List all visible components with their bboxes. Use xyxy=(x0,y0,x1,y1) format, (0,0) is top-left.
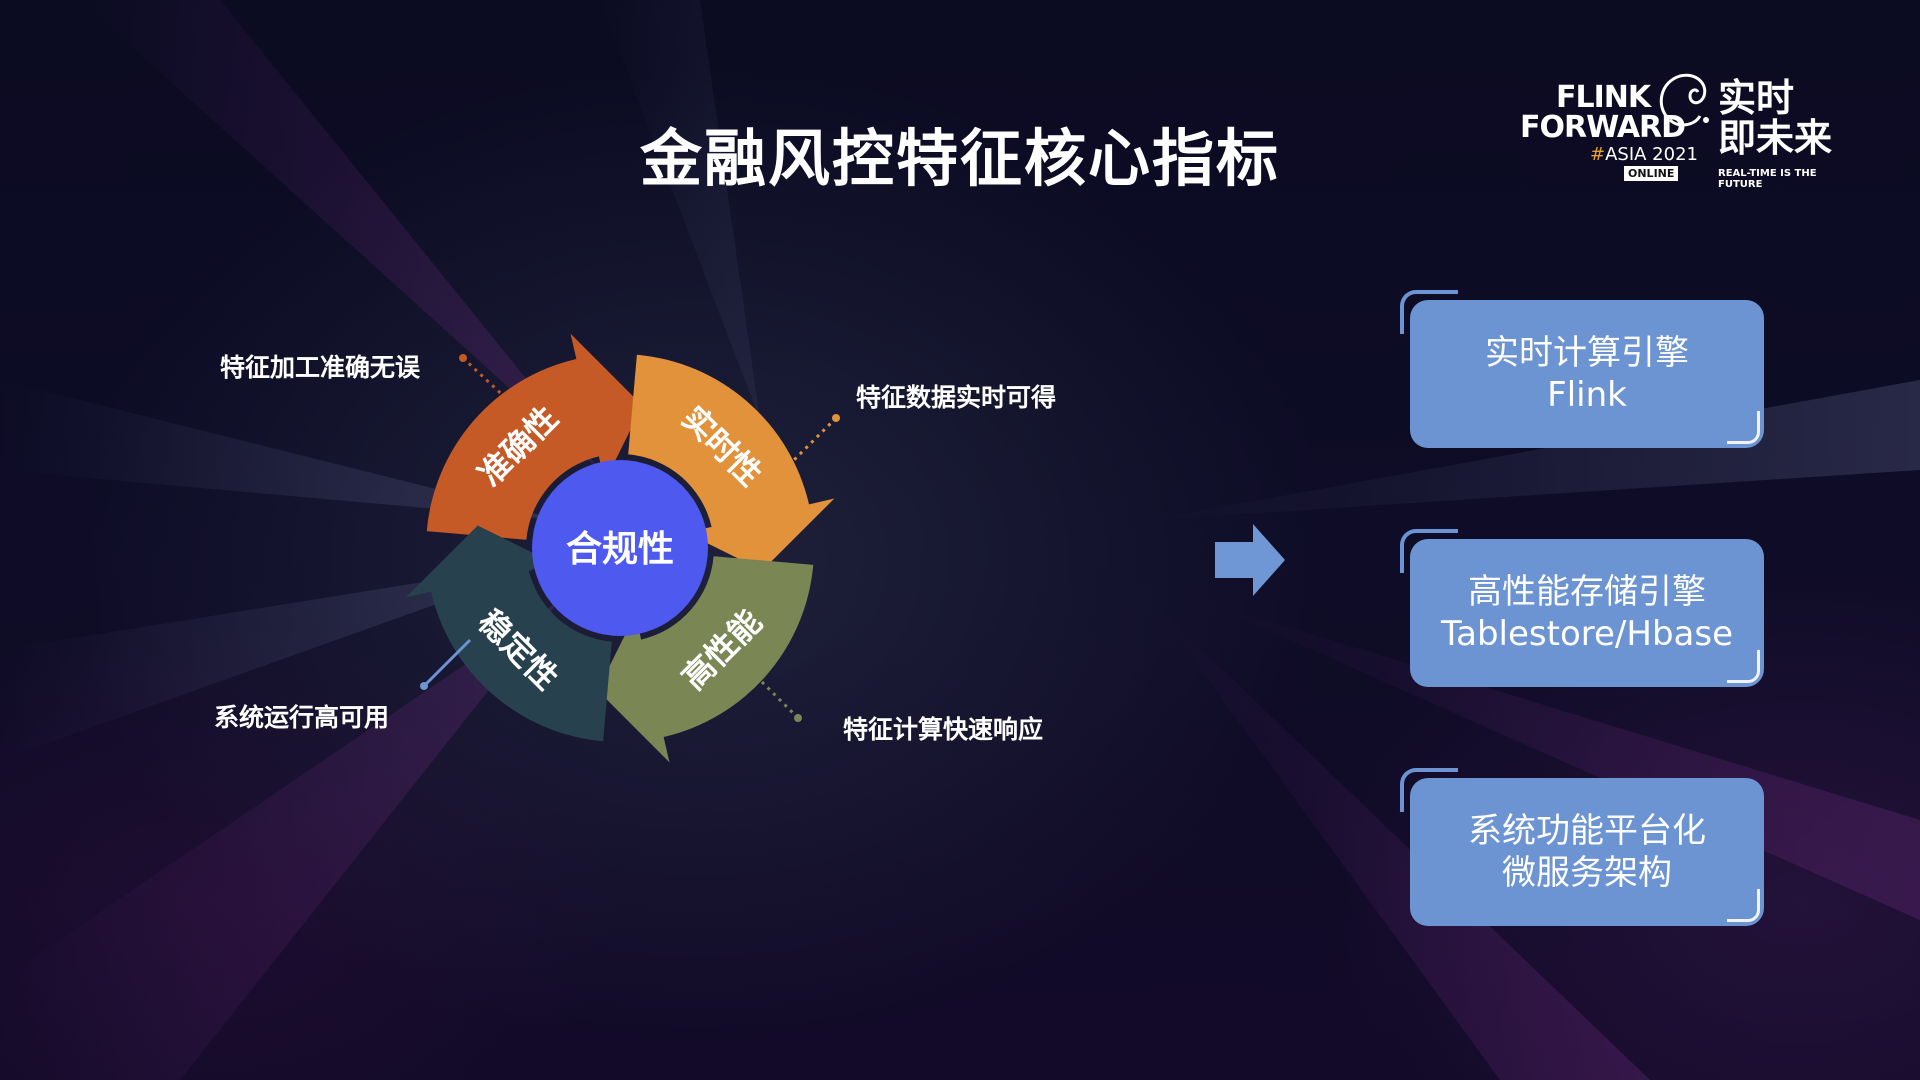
card-line2: Tablestore/Hbase xyxy=(1441,614,1733,654)
card-corner-decoration xyxy=(1727,411,1760,444)
cycle-segment-realtime xyxy=(628,354,835,571)
logo-asia: #ASIA 2021 xyxy=(1590,144,1698,165)
logo-cn-line2: 即未来 xyxy=(1718,116,1833,160)
card-line1: 系统功能平台化 xyxy=(1468,811,1706,851)
logo-tagline: REAL-TIME IS THE FUTURE xyxy=(1718,168,1817,190)
cycle-center-label: 合规性 xyxy=(566,529,674,570)
card-corner-decoration xyxy=(1727,650,1760,683)
card-corner-decoration xyxy=(1400,290,1458,334)
card-platform: 系统功能平台化 微服务架构 xyxy=(1400,768,1764,926)
card-realtime-engine: 实时计算引擎 Flink xyxy=(1400,290,1764,448)
cycle-segment-stability xyxy=(405,525,612,742)
page-title: 金融风控特征核心指标 xyxy=(639,122,1280,195)
cycle-center-circle xyxy=(532,460,708,636)
logo-hash: # xyxy=(1590,144,1606,165)
cycle-segment-accuracy xyxy=(426,333,643,540)
card-corner-decoration xyxy=(1400,768,1458,812)
card-corner-decoration xyxy=(1400,529,1458,573)
annotation-stability: 系统运行高可用 xyxy=(214,703,390,732)
squirrel-icon xyxy=(1659,73,1709,127)
logo-online-badge: ONLINE xyxy=(1624,166,1679,181)
logo-asia-text: ASIA 2021 xyxy=(1605,144,1698,165)
annotation-accuracy: 特征加工准确无误 xyxy=(220,353,421,382)
leader-line-stability xyxy=(422,638,472,688)
card-line2: 微服务架构 xyxy=(1502,853,1672,893)
logo-forward: FORWARD xyxy=(1520,110,1686,145)
logo-cn-line1: 实时 xyxy=(1718,76,1795,120)
logo-cn: 实时 即未来 xyxy=(1718,78,1848,158)
leader-dot-stability xyxy=(420,682,428,690)
flink-forward-logo: FLINK FORWARD #ASIA 2021 ONLINE 实时 即未来 R… xyxy=(1518,66,1848,190)
right-arrow-icon xyxy=(1215,524,1285,596)
annotation-realtime: 特征数据实时可得 xyxy=(856,383,1057,412)
leader-dot-performance xyxy=(794,714,802,722)
leader-line-performance xyxy=(750,670,800,720)
cycle-segment-performance xyxy=(597,556,814,763)
logo-flink: FLINK xyxy=(1556,80,1651,115)
leader-line-accuracy xyxy=(461,356,512,404)
leader-line-realtime xyxy=(788,416,838,466)
card-corner-decoration xyxy=(1727,889,1760,922)
annotation-performance: 特征计算快速响应 xyxy=(843,715,1044,744)
leader-lines xyxy=(422,356,838,720)
card-line2: Flink xyxy=(1547,375,1627,415)
leader-dot-realtime xyxy=(832,414,840,422)
leader-dot-accuracy xyxy=(459,354,467,362)
card-line1: 高性能存储引擎 xyxy=(1468,572,1706,612)
card-line1: 实时计算引擎 xyxy=(1485,333,1689,373)
card-storage-engine: 高性能存储引擎 Tablestore/Hbase xyxy=(1400,529,1764,687)
